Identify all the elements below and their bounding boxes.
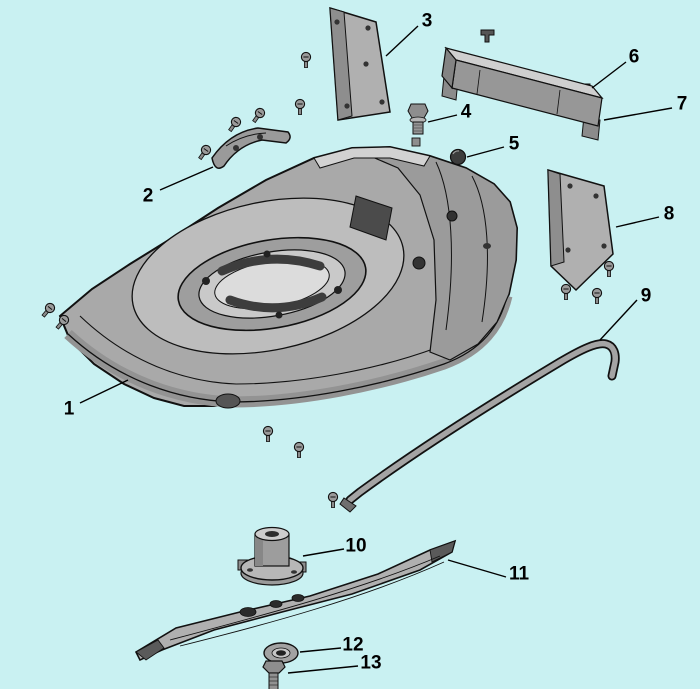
part-blade-adapter — [237, 526, 307, 586]
callout-10: 10 — [345, 535, 367, 557]
callout-13: 13 — [360, 652, 382, 674]
part-guard-rod — [339, 339, 620, 513]
callout-7: 7 — [676, 93, 688, 115]
part-washer — [263, 642, 299, 664]
callout-12: 12 — [342, 634, 364, 656]
callout-1: 1 — [63, 398, 75, 420]
part-mower-deck — [39, 145, 519, 509]
part-left-baffle-plate — [294, 6, 391, 121]
callout-5: 5 — [508, 133, 520, 155]
callout-8: 8 — [663, 203, 675, 225]
callout-6: 6 — [628, 46, 640, 68]
callout-2: 2 — [142, 185, 154, 207]
part-front-bracket — [195, 106, 291, 169]
callout-4: 4 — [460, 101, 472, 123]
callout-9: 9 — [640, 285, 652, 307]
part-right-baffle-plate — [547, 168, 615, 305]
callout-11: 11 — [508, 563, 530, 585]
part-blade — [134, 539, 457, 662]
callout-3: 3 — [421, 10, 433, 32]
part-plug-cap — [449, 148, 467, 166]
part-blade-bolt — [262, 660, 286, 689]
part-fitting-bolt — [407, 103, 429, 147]
part-rear-rail — [441, 46, 604, 141]
leader-lines — [79, 25, 673, 674]
